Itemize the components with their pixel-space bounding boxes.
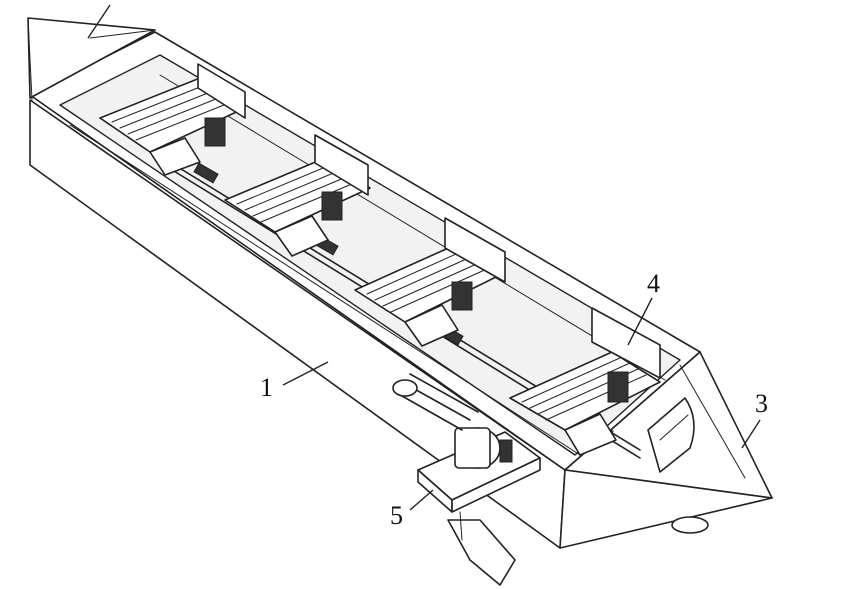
callout-1: 1 bbox=[260, 373, 273, 402]
callout-5: 5 bbox=[390, 501, 403, 530]
hull bbox=[27, 17, 773, 549]
seat-2 bbox=[224, 134, 371, 257]
callout-3: 3 bbox=[755, 389, 768, 418]
hull-inner-floor bbox=[59, 54, 681, 456]
seat-3 bbox=[354, 217, 506, 347]
seat-1 bbox=[99, 63, 246, 176]
hull-bow-bottom bbox=[559, 469, 773, 549]
leader-lines bbox=[87, 4, 761, 511]
hull-stern-end bbox=[27, 17, 156, 99]
callout-4: 4 bbox=[647, 269, 660, 298]
seat-4 bbox=[509, 307, 661, 456]
bow-bracket bbox=[647, 397, 709, 534]
motor-assembly bbox=[392, 373, 541, 586]
motor-rods bbox=[392, 373, 479, 431]
motor-propeller-mount bbox=[447, 519, 516, 586]
